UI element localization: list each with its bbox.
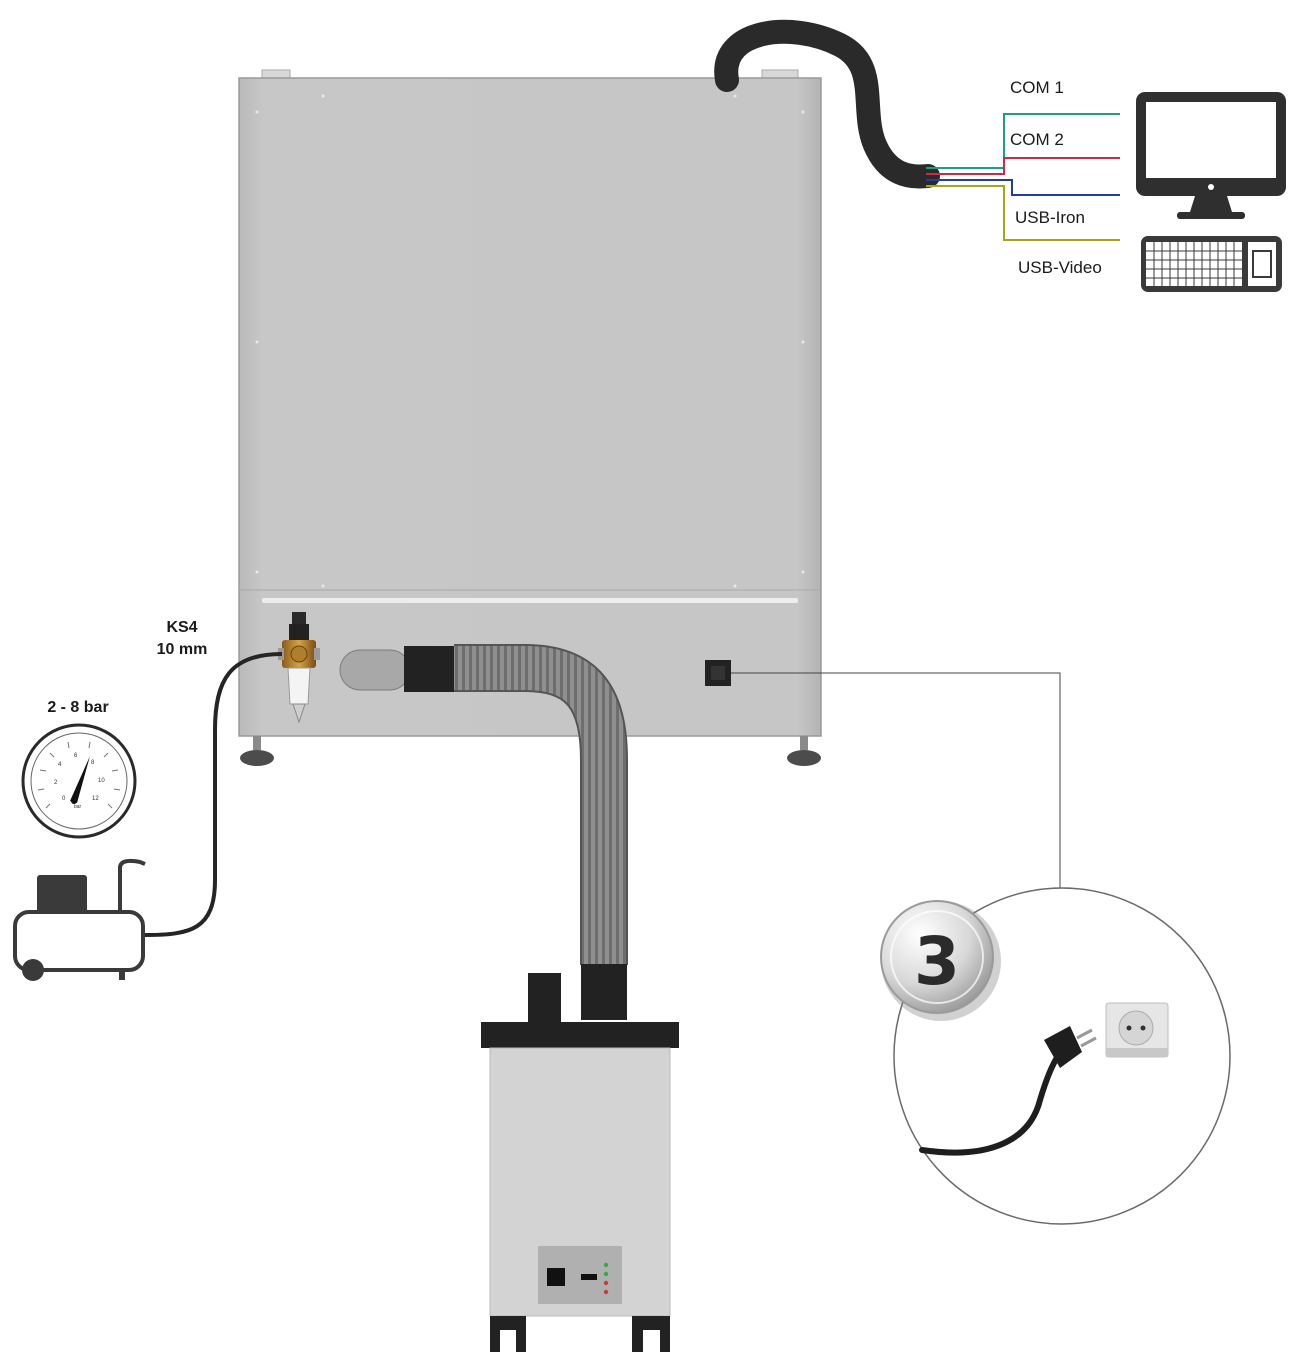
label-com2: COM 2 bbox=[1010, 130, 1064, 149]
gauge-unit: bar bbox=[74, 804, 82, 810]
gauge-tick-6: 6 bbox=[74, 753, 78, 759]
label-pressure-range: 2 - 8 bar bbox=[47, 699, 109, 716]
gauge-needle bbox=[70, 756, 90, 803]
gauge-tick-12: 12 bbox=[92, 796, 99, 802]
wall-socket-icon bbox=[1105, 1002, 1169, 1058]
gauge-tick-10: 10 bbox=[98, 778, 105, 784]
label-connector-size: 10 mm bbox=[156, 641, 208, 658]
power-connection-line bbox=[731, 672, 1061, 890]
air-filter-regulator bbox=[278, 612, 320, 724]
monitor-icon bbox=[1136, 92, 1286, 219]
air-hose bbox=[144, 652, 283, 937]
label-connector-type: KS4 bbox=[166, 619, 198, 636]
label-com1: COM 1 bbox=[1010, 78, 1064, 97]
step-badge bbox=[880, 900, 1001, 1021]
fume-extractor-icon bbox=[481, 973, 679, 1352]
gauge-tick-2: 2 bbox=[54, 780, 58, 786]
pc-cable-wires bbox=[926, 113, 1120, 241]
gauge-tick-4: 4 bbox=[58, 762, 62, 768]
pc-cable-hose bbox=[714, 19, 940, 189]
label-usb-iron: USB-Iron bbox=[1015, 208, 1085, 227]
gauge-tick-0: 0 bbox=[62, 796, 66, 802]
air-compressor-icon bbox=[13, 858, 146, 981]
pressure-gauge-icon: 0 2 4 6 8 10 12 bar bbox=[21, 723, 137, 839]
gauge-tick-8: 8 bbox=[91, 760, 95, 766]
machine-cabinet bbox=[238, 69, 822, 766]
keyboard-icon bbox=[1141, 236, 1282, 292]
label-usb-video: USB-Video bbox=[1018, 258, 1102, 277]
step-number: 3 bbox=[914, 922, 960, 1000]
power-plug-icon bbox=[919, 1026, 1097, 1156]
exhaust-hose bbox=[339, 644, 628, 1020]
